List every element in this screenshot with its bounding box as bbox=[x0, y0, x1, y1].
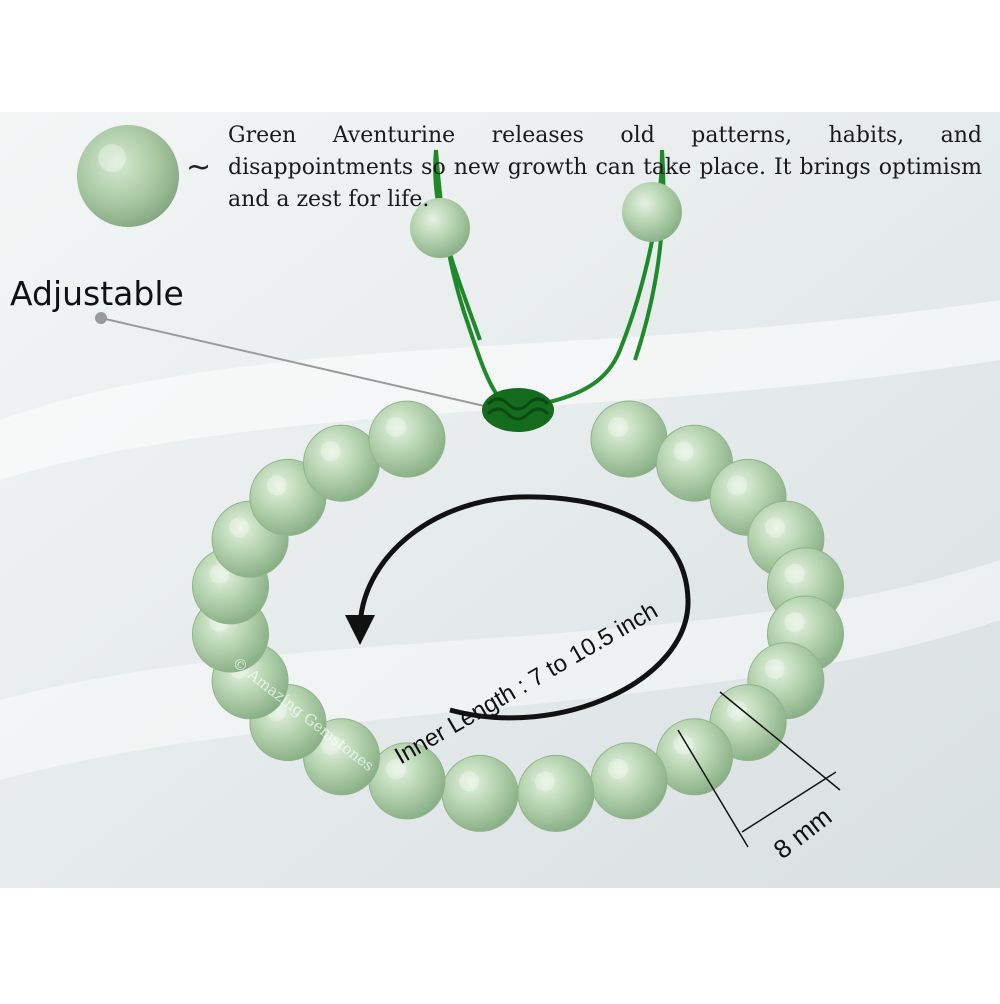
bead-ring bbox=[192, 400, 844, 832]
background-swoosh bbox=[0, 300, 1000, 480]
cord-end-bead bbox=[622, 182, 682, 242]
bead-highlight bbox=[209, 563, 230, 584]
bead bbox=[590, 400, 668, 478]
bead-highlight bbox=[727, 700, 748, 721]
bead-highlight bbox=[764, 517, 785, 538]
bead bbox=[517, 754, 595, 832]
dimension-line-1 bbox=[677, 729, 749, 848]
stone-description: Green Aventurine releases old patterns, … bbox=[228, 123, 982, 212]
bead-highlight bbox=[386, 417, 406, 438]
callout-dot bbox=[95, 312, 107, 324]
bead-highlight bbox=[386, 758, 406, 779]
bead-highlight bbox=[764, 658, 785, 679]
bead-highlight bbox=[320, 734, 341, 755]
adjustable-cords bbox=[410, 149, 682, 407]
bead-highlight bbox=[459, 771, 480, 792]
stone-swatch-highlight bbox=[98, 144, 126, 172]
bead-highlight bbox=[534, 771, 555, 792]
bead-highlight bbox=[608, 417, 628, 438]
bead-highlight bbox=[784, 612, 805, 633]
knot-texture bbox=[486, 397, 550, 421]
adjustable-label: Adjustable bbox=[10, 274, 184, 313]
tilde-separator: ~ bbox=[186, 150, 212, 185]
bead-highlight bbox=[266, 475, 287, 496]
stone-swatch bbox=[77, 125, 179, 227]
callout-line bbox=[100, 317, 494, 409]
bead bbox=[368, 400, 446, 478]
cord-end-bead bbox=[410, 198, 470, 258]
dimension-line-3 bbox=[741, 771, 837, 833]
bead-highlight bbox=[320, 441, 341, 462]
bead-highlight bbox=[608, 758, 628, 779]
cord-strand bbox=[434, 149, 507, 407]
inner-length-arrow bbox=[345, 494, 691, 721]
bead-highlight bbox=[784, 563, 805, 584]
bead-highlight bbox=[673, 734, 694, 755]
bead-highlight bbox=[727, 475, 748, 496]
bead bbox=[590, 742, 668, 820]
bead-highlight bbox=[229, 517, 250, 538]
dimension-line-2 bbox=[719, 691, 841, 791]
cord-strand bbox=[633, 149, 666, 361]
bead-highlight bbox=[673, 441, 694, 462]
bead bbox=[303, 424, 380, 502]
bead bbox=[441, 754, 519, 832]
